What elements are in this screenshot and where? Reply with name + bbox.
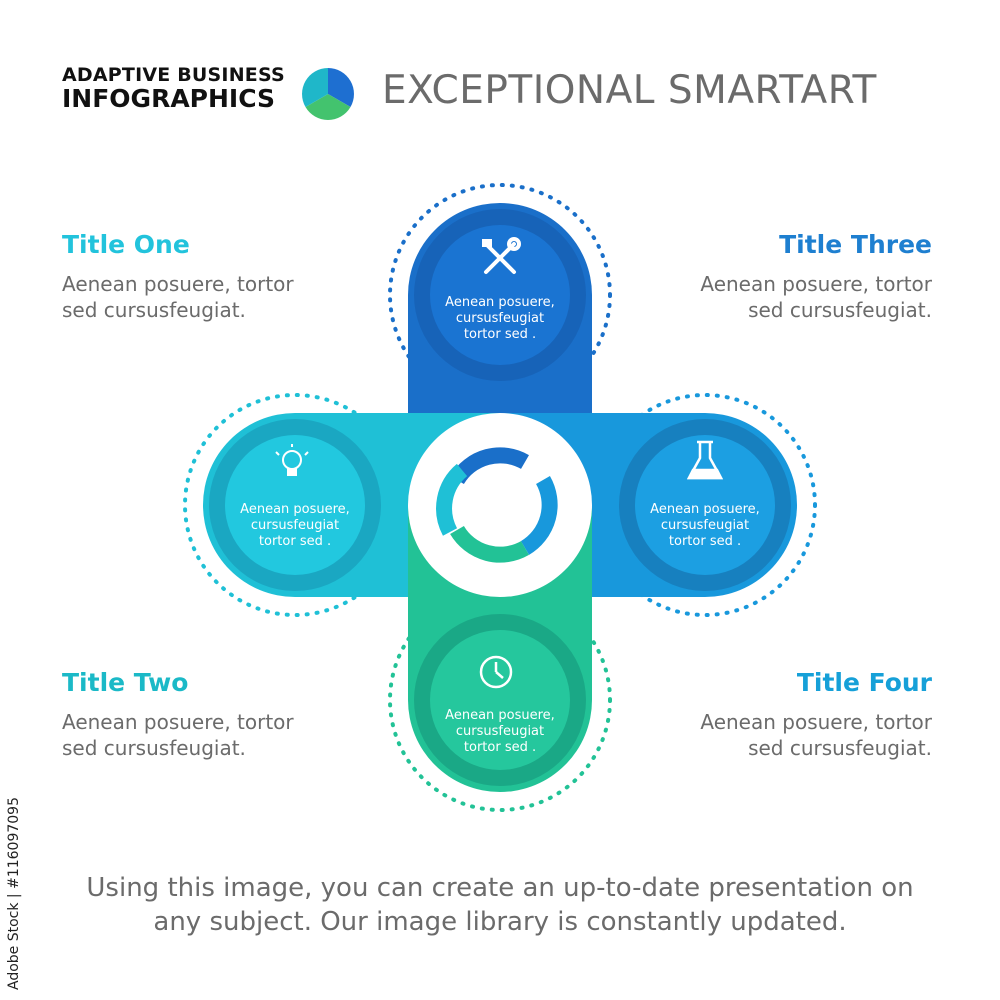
flask-icon (686, 440, 724, 480)
block-title-one: Title One Aenean posuere, tortor sed cur… (62, 230, 362, 323)
cycle-arc-right (520, 476, 558, 555)
dotted-arc-right (593, 393, 817, 617)
block-title: Title Three (779, 230, 932, 259)
circle-left-text-3: tortor sed . (259, 534, 331, 549)
block-desc-line: sed cursusfeugiat. (62, 736, 246, 760)
block-description: Aenean posuere, tortor sed cursusfeugiat… (632, 709, 932, 761)
brand-line-1: ADAPTIVE BUSINESS (62, 64, 285, 86)
pie-logo-icon (302, 68, 354, 120)
cycle-arc-left (436, 463, 468, 536)
block-description: Aenean posuere, tortor sed cursusfeugiat… (632, 271, 932, 323)
circle-left-text-1: Aenean posuere, (240, 502, 350, 517)
page-headline: EXCEPTIONAL SMARTART (382, 68, 877, 113)
footer-text: Using this image, you can create an up-t… (40, 872, 960, 940)
circle-left-text-2: cursusfeugiat (251, 518, 339, 533)
block-desc-line: sed cursusfeugiat. (62, 298, 246, 322)
block-desc-line: Aenean posuere, tortor (700, 272, 932, 296)
circle-top-text-3: tortor sed . (464, 327, 536, 342)
block-desc-line: Aenean posuere, tortor (700, 710, 932, 734)
block-desc-line: sed cursusfeugiat. (748, 736, 932, 760)
circle-right (635, 435, 775, 575)
block-title-two: Title Two Aenean posuere, tortor sed cur… (62, 668, 362, 761)
footer-line: any subject. Our image library is consta… (153, 906, 847, 937)
dotted-arc-bottom (388, 588, 612, 812)
footer-line: Using this image, you can create an up-t… (86, 873, 914, 903)
block-title: Title One (62, 230, 190, 259)
center-hole (460, 465, 540, 545)
block-desc-line: Aenean posuere, tortor (62, 710, 294, 734)
block-title: Title Four (796, 668, 932, 697)
circle-top (430, 225, 570, 365)
block-title: Title Two (62, 668, 189, 697)
circle-bottom-text-3: tortor sed . (464, 740, 536, 755)
brand-line-2: INFOGRAPHICS (62, 83, 276, 113)
block-desc-line: Aenean posuere, tortor (62, 272, 294, 296)
circle-top-text-2: cursusfeugiat (456, 311, 544, 326)
stock-id-text: Adobe Stock | #116097095 (6, 797, 22, 990)
block-desc-line: sed cursusfeugiat. (748, 298, 932, 322)
circle-right-text-1: Aenean posuere, (650, 502, 760, 517)
tools-icon (482, 237, 521, 274)
circle-bottom-text-1: Aenean posuere, (445, 708, 555, 723)
block-title-three: Title Three Aenean posuere, tortor sed c… (632, 230, 932, 323)
circle-top-text-1: Aenean posuere, (445, 295, 555, 310)
circle-right-text-2: cursusfeugiat (661, 518, 749, 533)
circle-bottom (430, 630, 570, 770)
circle-left (225, 435, 365, 575)
block-title-four: Title Four Aenean posuere, tortor sed cu… (632, 668, 932, 761)
brand-title: ADAPTIVE BUSINESS INFOGRAPHICS (62, 64, 292, 113)
cycle-arc-bottom (450, 525, 529, 563)
circle-bottom-text-2: cursusfeugiat (456, 724, 544, 739)
block-description: Aenean posuere, tortor sed cursusfeugiat… (62, 709, 362, 761)
clock-icon (479, 655, 513, 689)
lightbulb-icon (275, 444, 309, 476)
circle-right-text-3: tortor sed . (669, 534, 741, 549)
block-description: Aenean posuere, tortor sed cursusfeugiat… (62, 271, 362, 323)
